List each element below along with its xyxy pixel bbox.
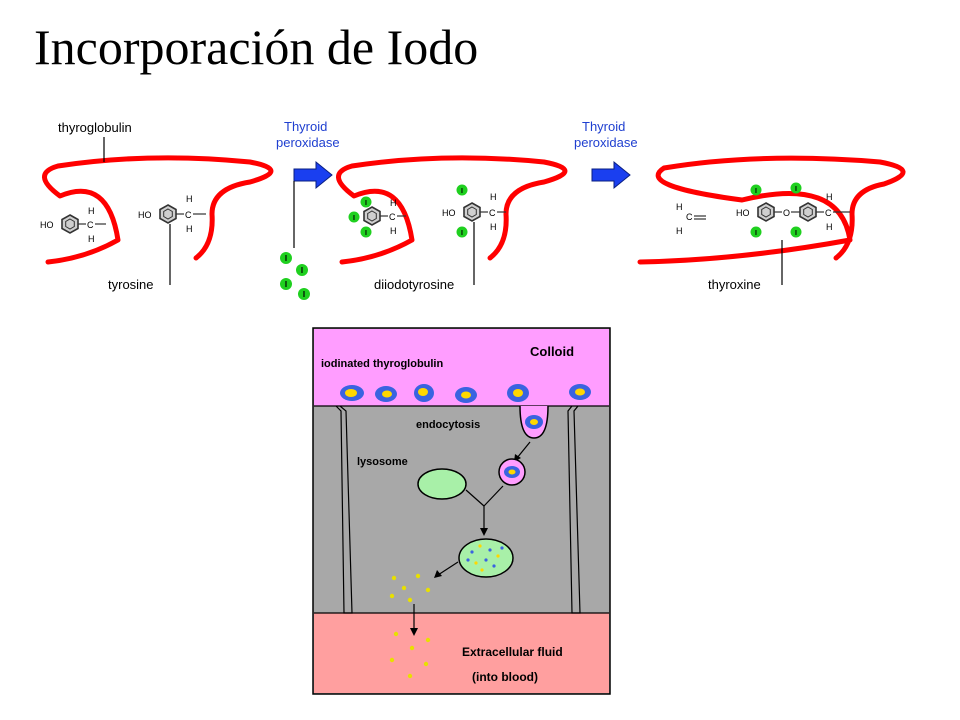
svg-text:H: H bbox=[490, 222, 497, 232]
svg-text:C: C bbox=[389, 212, 396, 222]
svg-text:I: I bbox=[365, 200, 367, 207]
svg-text:HO: HO bbox=[736, 208, 750, 218]
thyroglobulin-membrane bbox=[637, 155, 906, 265]
svg-text:I: I bbox=[461, 188, 463, 195]
svg-text:I: I bbox=[353, 215, 355, 222]
svg-text:H: H bbox=[826, 222, 833, 232]
diiodotyrosine-molecule: HO C H H I I bbox=[442, 184, 506, 238]
svg-text:H: H bbox=[676, 226, 683, 236]
svg-text:H: H bbox=[390, 226, 397, 236]
thyroid-peroxidase-label: peroxidase bbox=[574, 135, 638, 150]
page-title: Incorporación de Iodo bbox=[34, 19, 479, 75]
iodine-atom bbox=[298, 288, 310, 300]
svg-text:H: H bbox=[490, 192, 497, 202]
lysosome bbox=[417, 468, 467, 500]
tyrosine-label: tyrosine bbox=[108, 277, 154, 292]
svg-text:H: H bbox=[390, 198, 397, 208]
svg-text:C: C bbox=[489, 208, 496, 218]
fusion-lines bbox=[465, 485, 504, 530]
svg-text:I: I bbox=[285, 280, 287, 289]
released-hormones bbox=[389, 573, 431, 603]
svg-text:I: I bbox=[303, 290, 305, 299]
svg-text:C: C bbox=[185, 210, 192, 220]
into-blood-label: (into blood) bbox=[472, 670, 538, 684]
svg-text:HO: HO bbox=[442, 208, 456, 218]
svg-text:H: H bbox=[88, 234, 95, 244]
svg-text:H: H bbox=[676, 202, 683, 212]
flow-arrow bbox=[437, 561, 459, 576]
svg-text:I: I bbox=[795, 230, 797, 237]
svg-text:I: I bbox=[755, 188, 757, 195]
iodine-atom bbox=[280, 278, 292, 290]
reaction-arrow bbox=[591, 160, 631, 190]
svg-text:H: H bbox=[186, 194, 193, 204]
iodine-atom bbox=[296, 264, 308, 276]
diiodotyrosine-molecule-left: C H H I I I bbox=[348, 196, 406, 238]
svg-text:C: C bbox=[87, 220, 94, 230]
thyroid-peroxidase-label: peroxidase bbox=[276, 135, 340, 150]
diiodotyrosine-label: diiodotyrosine bbox=[374, 277, 454, 292]
svg-text:I: I bbox=[795, 186, 797, 193]
svg-text:H: H bbox=[88, 206, 95, 216]
thyroxine-molecule: HO O C H H I I I I bbox=[736, 182, 850, 238]
thyroglobulin-membrane bbox=[336, 155, 568, 265]
phagolysosome bbox=[458, 538, 514, 578]
iodination-diagram: thyroglobulin HO C H H HO C H H tyrosine… bbox=[40, 119, 906, 300]
svg-text:C: C bbox=[825, 208, 832, 218]
thyroxine-label: thyroxine bbox=[708, 277, 761, 292]
thyroglobulin-blobs bbox=[340, 384, 591, 403]
colloid-label: Colloid bbox=[530, 344, 574, 359]
svg-text:I: I bbox=[285, 254, 287, 263]
phagolysosome-contents bbox=[466, 544, 504, 572]
blood-hormones bbox=[389, 631, 431, 679]
flow-arrow bbox=[516, 441, 531, 459]
svg-text:I: I bbox=[461, 230, 463, 237]
tyrosine-molecule-left: HO C H H bbox=[40, 206, 106, 244]
svg-text:C: C bbox=[686, 212, 693, 222]
cell-membranes bbox=[314, 405, 609, 614]
svg-text:H: H bbox=[186, 224, 193, 234]
extracellular-region bbox=[314, 613, 609, 693]
svg-text:I: I bbox=[365, 230, 367, 237]
lysosome-label: lysosome bbox=[357, 456, 408, 468]
iodine-atom bbox=[280, 252, 292, 264]
iodinated-thyroglobulin-label: iodinated thyroglobulin bbox=[321, 358, 443, 370]
thyroglobulin-membrane bbox=[42, 155, 274, 265]
svg-text:H: H bbox=[826, 192, 833, 202]
extracellular-fluid-label: Extracellular fluid bbox=[462, 645, 563, 659]
endocytosis-label: endocytosis bbox=[416, 419, 480, 431]
svg-text:O: O bbox=[783, 208, 790, 218]
reaction-arrow bbox=[293, 160, 333, 190]
svg-text:I: I bbox=[301, 266, 303, 275]
svg-text:I: I bbox=[755, 230, 757, 237]
residual-methylene: H C H bbox=[676, 202, 706, 236]
tyrosine-molecule: HO C H H bbox=[138, 194, 206, 234]
thyroid-peroxidase-label: Thyroid bbox=[582, 119, 625, 134]
svg-text:HO: HO bbox=[40, 220, 54, 230]
free-iodine-group: I I I I bbox=[280, 252, 310, 300]
svg-text:HO: HO bbox=[138, 210, 152, 220]
thyroid-peroxidase-label: Thyroid bbox=[284, 119, 327, 134]
thyroglobulin-label: thyroglobulin bbox=[58, 120, 132, 135]
